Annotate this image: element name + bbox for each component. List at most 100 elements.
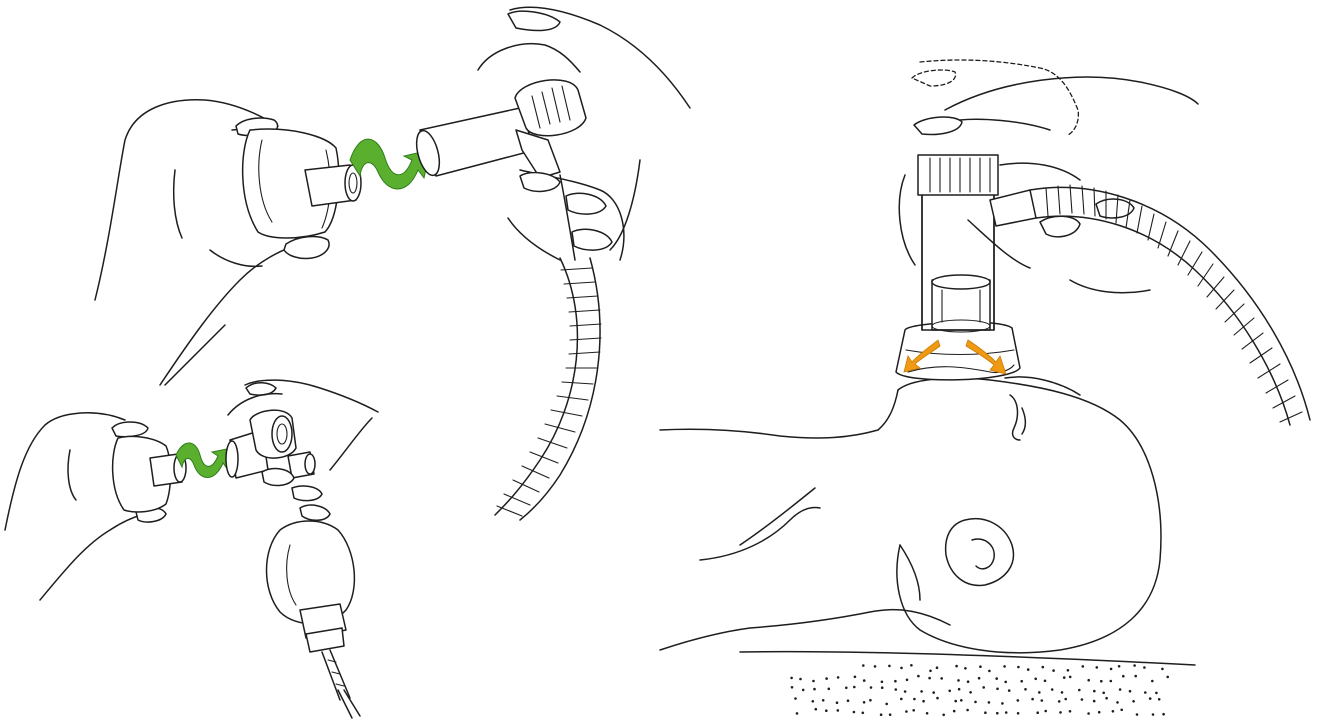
mattress-dot xyxy=(862,701,866,704)
mattress-dot xyxy=(812,679,815,683)
mattress-dot xyxy=(814,707,818,711)
mattress-dot xyxy=(966,708,969,712)
mattress-dot xyxy=(922,699,925,703)
mattress-dot xyxy=(1151,713,1155,716)
mattress-dot xyxy=(1066,669,1070,672)
mattress-dot xyxy=(1078,688,1081,692)
mattress-dot xyxy=(1060,691,1064,694)
mattress-dot xyxy=(920,690,923,693)
mattress-dot xyxy=(987,701,991,704)
mattress-dot xyxy=(846,699,850,702)
mattress-dot xyxy=(894,688,898,691)
hand-outline-extra xyxy=(164,324,226,386)
airflow-arrow-icon xyxy=(965,339,1007,375)
mattress-dot xyxy=(852,710,856,714)
mattress-dot xyxy=(1068,675,1072,679)
mattress-dot xyxy=(1105,696,1108,700)
mattress-dot xyxy=(825,677,828,680)
mattress-dot xyxy=(813,687,816,691)
mattress-dot xyxy=(1133,664,1136,667)
mattress-dot xyxy=(885,702,888,706)
mattress-dot xyxy=(917,674,920,678)
mask xyxy=(241,128,362,239)
mattress-dot xyxy=(845,686,848,690)
right-hand-small xyxy=(227,379,379,521)
mattress-dot xyxy=(1059,711,1062,714)
resuscitation-bag xyxy=(265,520,361,719)
corrugated-hose xyxy=(494,257,602,521)
mattress-dot xyxy=(1118,688,1122,691)
mattress-dot xyxy=(1004,711,1008,714)
mattress-dot xyxy=(821,699,825,702)
mattress-dot xyxy=(964,667,967,670)
mattress-dot xyxy=(1040,699,1044,702)
mask-small xyxy=(111,435,187,513)
mattress-dot xyxy=(960,699,963,702)
mattress-dot xyxy=(1044,709,1047,713)
mattress-dot xyxy=(1135,713,1139,716)
mattress-dot xyxy=(1043,679,1047,683)
mattress-dot xyxy=(1034,677,1037,681)
mattress-dot xyxy=(1132,700,1135,703)
mattress-dot xyxy=(825,709,828,712)
mattress-dot xyxy=(996,711,999,715)
mattress-dot xyxy=(982,686,985,689)
mattress-dot xyxy=(1041,665,1045,669)
mattress-dot xyxy=(836,709,840,712)
mattress-dot xyxy=(1024,688,1027,691)
mattress-dot xyxy=(836,676,840,679)
panel-connect-mask-to-tube xyxy=(94,6,691,521)
mattress-dot xyxy=(862,664,865,667)
mattress-dot xyxy=(1151,679,1154,683)
mattress-dot xyxy=(795,712,799,715)
mattress-dot xyxy=(1100,679,1103,683)
mattress-dot xyxy=(1068,710,1072,713)
mattress-dot xyxy=(1062,676,1066,679)
mattress-dot xyxy=(880,686,884,689)
mattress-dot xyxy=(1057,700,1061,703)
mattress-dot xyxy=(977,676,981,680)
mattress-dot xyxy=(984,711,987,714)
mattress-dot xyxy=(1157,698,1161,701)
mattress-dots xyxy=(790,664,1169,717)
mattress-dot xyxy=(948,689,951,693)
mattress-dot xyxy=(1097,710,1101,714)
mattress-dot xyxy=(869,686,873,689)
mattress-dot xyxy=(1036,711,1039,714)
mattress-dot xyxy=(853,675,857,679)
mattress-dot xyxy=(1144,691,1147,694)
mattress-dot xyxy=(894,679,897,683)
mattress-dot xyxy=(1001,702,1004,705)
mattress-dot xyxy=(1162,712,1165,716)
mattress-dot xyxy=(900,666,903,670)
mattress-dot xyxy=(1038,691,1041,694)
panel-connect-mask-to-bag xyxy=(4,324,379,719)
mattress-dot xyxy=(1111,710,1115,713)
mattress-dot xyxy=(853,685,856,689)
infant xyxy=(659,376,1162,654)
mattress-dot xyxy=(1026,668,1030,671)
mattress-dot xyxy=(979,665,982,668)
mattress-dot xyxy=(995,677,998,680)
mattress-dot xyxy=(957,687,961,691)
mattress-dot xyxy=(905,678,909,682)
mattress-dot xyxy=(861,711,865,715)
tube-connector xyxy=(415,79,587,261)
infant-corrugated-hose xyxy=(1029,184,1311,426)
mattress-dot xyxy=(913,697,916,701)
mattress-dot xyxy=(969,691,972,694)
mattress-dot xyxy=(869,698,872,702)
mattress-dot xyxy=(1031,697,1034,701)
airflow-arrow-icon xyxy=(903,339,941,373)
mattress-dot xyxy=(1020,679,1023,683)
mattress-dot xyxy=(955,664,958,668)
mattress-dot xyxy=(1007,689,1011,692)
infant-mask xyxy=(895,154,1037,381)
mattress-dot xyxy=(1081,665,1085,668)
mattress-dot xyxy=(1155,691,1158,695)
mattress-dot xyxy=(966,680,970,683)
mattress-dot xyxy=(1117,665,1121,668)
mattress-dot xyxy=(903,690,907,693)
mattress-dot xyxy=(936,696,939,700)
